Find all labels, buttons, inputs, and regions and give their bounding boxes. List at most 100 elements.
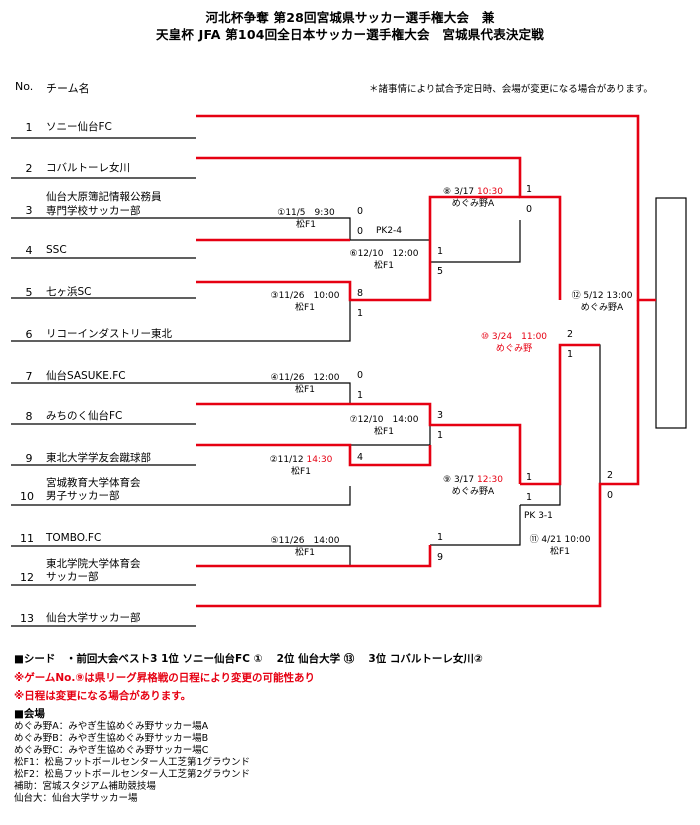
m3-score-top: 8 xyxy=(357,288,364,299)
m4-score-top: 0 xyxy=(357,370,364,381)
team-no-8: 8 xyxy=(25,410,33,423)
m1-score-top: 0 xyxy=(357,206,364,217)
team-no-10: 10 xyxy=(20,490,34,503)
team-name-11: TOMBO.FC xyxy=(46,532,102,544)
team-name-10b: 男子サッカー部 xyxy=(46,490,120,502)
team-name-4: SSC xyxy=(46,244,67,256)
venue-item: めぐみ野B：みやぎ生協めぐみ野サッカー場B xyxy=(14,733,209,744)
champion-box xyxy=(655,197,687,429)
m12-venue: めぐみ野A xyxy=(580,303,624,313)
title-line1: 河北杯争奪 第28回宮城県サッカー選手権大会 兼 xyxy=(205,10,495,25)
m5-score-top: 1 xyxy=(437,532,444,543)
m8-bottom xyxy=(430,220,521,263)
legend-red-note-2: ※日程は変更になる場合があります。 xyxy=(14,690,192,702)
m8-venue: めぐみ野A xyxy=(451,199,495,209)
m4-top xyxy=(196,382,351,404)
header-note: ＊諸事情により試合予定日時、会場が変更になる場合があります。 xyxy=(369,84,653,95)
m12-date: ⑫ 5/12 13:00 xyxy=(571,291,633,301)
m10-score-bottom: 1 xyxy=(567,349,574,360)
team-name-9: 東北大学学友会蹴球部 xyxy=(46,452,151,464)
team-name-8: みちのく仙台FC xyxy=(46,410,123,422)
team-name-2: コバルトーレ女川 xyxy=(46,162,130,174)
win-m3 xyxy=(196,262,432,302)
m11-date: ⑪ 4/21 10:00 xyxy=(529,535,591,545)
team-name-13: 仙台大学サッカー部 xyxy=(46,612,141,624)
m3-venue: 松F1 xyxy=(295,303,315,313)
win-m5 xyxy=(196,545,432,568)
header-team: チーム名 xyxy=(46,82,90,95)
team-name-3a: 仙台大原簿記情報公務員 xyxy=(46,191,162,203)
m9-date: ⑨ 3/17 12:30 xyxy=(443,475,503,485)
m5-venue: 松F1 xyxy=(295,548,315,558)
m10-venue: めぐみ野 xyxy=(495,344,533,354)
m9-score-bottom: 1 xyxy=(526,492,533,503)
m7-score-bottom: 1 xyxy=(437,430,444,441)
m1-pk: PK2-4 xyxy=(376,226,403,236)
team-no-11: 11 xyxy=(20,532,34,545)
win-m9 xyxy=(520,343,600,486)
m10-date: ⑩ 3/24 11:00 xyxy=(480,332,548,342)
m10-score-top: 2 xyxy=(567,329,574,340)
m1-date: ①11/5 9:30 xyxy=(277,208,335,218)
m6-score-top: 1 xyxy=(437,246,444,257)
team-name-10a: 宮城教育大学体育会 xyxy=(46,477,141,489)
team-name-6: リコーインダストリー東北 xyxy=(46,328,172,340)
team-no-4: 4 xyxy=(25,244,33,257)
venue-item: 仙台大：仙台大学サッカー場 xyxy=(14,793,138,804)
m12-bottom xyxy=(600,300,639,485)
m3-bottom xyxy=(196,300,351,342)
team-name-5: 七ヶ浜SC xyxy=(46,286,92,298)
m11-venue: 松F1 xyxy=(550,547,570,557)
m12-score-top: 2 xyxy=(607,470,614,481)
win-m2 xyxy=(196,443,432,467)
m1-top xyxy=(196,217,351,240)
team-no-5: 5 xyxy=(25,286,33,299)
m8-score-top: 1 xyxy=(526,184,533,195)
legend-seed: ■シード ・前回大会ベスト3 1位 ソニー仙台FC ① 2位 仙台大学 ⑬ 3位… xyxy=(14,653,483,665)
team-name-1: ソニー仙台FC xyxy=(46,121,112,133)
m9-pk: PK 3-1 xyxy=(524,511,553,521)
venue-item: 松F2：松島フットボールセンター人工芝第2グラウンド xyxy=(14,769,251,780)
header-no: No. xyxy=(15,80,34,93)
m8-score-bottom: 0 xyxy=(526,204,533,215)
m6-score-bottom: 5 xyxy=(437,266,444,277)
win-team13 xyxy=(196,300,640,608)
m9-score-top: 1 xyxy=(526,472,533,483)
m2-venue: 松F1 xyxy=(291,467,311,477)
venue-item: 松F1：松島フットボールセンター人工芝第1グラウンド xyxy=(14,757,251,768)
venue-item: 補助：宮城スタジアム補助競技場 xyxy=(14,781,156,792)
m2-bottom xyxy=(196,486,351,506)
m1-venue: 松F1 xyxy=(296,220,316,230)
m2-score-top: 4 xyxy=(357,452,364,463)
team-no-6: 6 xyxy=(25,328,33,341)
team-name-3b: 専門学校サッカー部 xyxy=(46,205,141,217)
win-m7 xyxy=(350,402,522,484)
team-no-1: 1 xyxy=(25,121,33,134)
team-no-12: 12 xyxy=(20,571,34,584)
win-team1 xyxy=(196,114,656,302)
team-name-7: 仙台SASUKE.FC xyxy=(46,370,126,382)
m7-score-top: 3 xyxy=(437,410,444,421)
title-line2: 天皇杯 JFA 第104回全日本サッカー選手権大会 宮城県代表決定戦 xyxy=(155,27,545,42)
venue-item: めぐみ野A：みやぎ生協めぐみ野サッカー場A xyxy=(14,721,209,732)
m9-venue: めぐみ野A xyxy=(451,487,495,497)
m4-score-bottom: 1 xyxy=(357,390,364,401)
legend-red-note-1: ※ゲームNo.⑨は県リーグ昇格戦の日程により変更の可能性あり xyxy=(14,672,316,684)
m3-score-bottom: 1 xyxy=(357,308,364,319)
m5-top xyxy=(196,545,351,566)
m7-date: ⑦12/10 14:00 xyxy=(349,415,419,425)
m6-venue: 松F1 xyxy=(374,261,394,271)
m3-date: ③11/26 10:00 xyxy=(270,291,340,301)
win-m8 xyxy=(428,195,520,240)
team-no-2: 2 xyxy=(25,162,33,175)
m11-bottom xyxy=(560,344,601,606)
m2-date: ②11/12 14:30 xyxy=(269,455,333,465)
team-no-9: 9 xyxy=(25,452,33,465)
m8-date: ⑧ 3/17 10:30 xyxy=(443,187,503,197)
team-name-12b: サッカー部 xyxy=(46,571,99,583)
team-no-13: 13 xyxy=(20,612,34,625)
m5-date: ⑤11/26 14:00 xyxy=(270,536,340,546)
m6-date: ⑥12/10 12:00 xyxy=(349,249,419,259)
m9-bottom xyxy=(430,505,521,546)
